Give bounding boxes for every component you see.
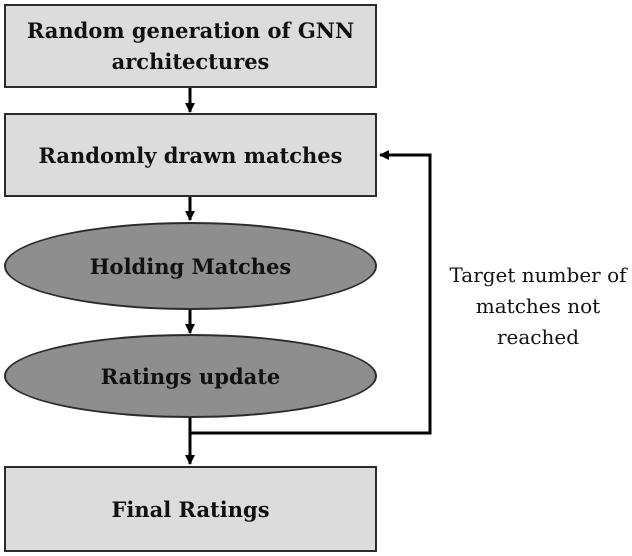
random-generation-text: Random generation of GNN architectures [26,18,355,74]
randomly-drawn-matches-box: Randomly drawn matches [4,113,377,197]
randomly-drawn-matches-text: Randomly drawn matches [38,142,343,168]
ratings-update-text: Ratings update [100,363,281,389]
final-ratings-text: Final Ratings [111,496,270,522]
random-generation-box: Random generation of GNN architectures [4,4,377,88]
ratings-update-ellipse: Ratings update [4,334,377,418]
final-ratings-box: Final Ratings [4,466,377,552]
holding-matches-ellipse: Holding Matches [4,222,377,310]
loop-back-arrow [190,150,432,435]
holding-matches-text: Holding Matches [89,253,292,279]
loop-condition-label: Target number of matches not reached [449,263,627,349]
